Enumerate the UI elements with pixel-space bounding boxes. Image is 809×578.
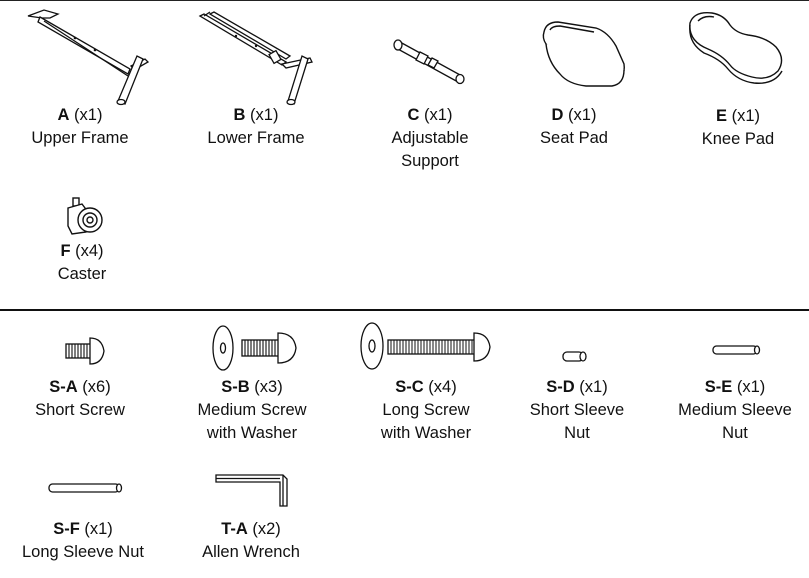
part-s-b-medium-screw-with-washer: S-B (x3) Medium Screw with Washer [172,325,332,445]
part-quantity: (x1) [736,378,766,396]
part-code: S-B [221,378,250,396]
part-quantity: (x4) [428,378,457,396]
part-c-adjustable-support: C (x1) Adjustable Support [350,4,510,173]
part-quantity: (x1) [424,106,453,124]
part-code: A [57,106,70,124]
part-code: S-C [395,378,424,396]
part-name-line2: Nut [564,424,590,442]
part-a-upper-frame: A (x1) Upper Frame [0,4,160,150]
part-quantity: (x4) [75,242,104,260]
part-quantity: (x6) [82,378,111,396]
allen-wrench-illustration [215,474,288,507]
part-name: Allen Wrench [202,543,300,561]
part-quantity: (x2) [252,520,281,538]
part-name: Long Sleeve Nut [21,543,144,561]
part-code: B [233,106,246,124]
part-code: D [551,106,564,124]
part-s-a-short-screw: S-A (x6) Short Screw [0,326,160,422]
knee-pad-illustration [689,12,783,84]
top-border [0,0,809,1]
upper-frame-illustration [27,9,150,106]
part-code: T-A [221,520,248,538]
part-name-line2: with Washer [380,424,472,442]
part-d-seat-pad: D (x1) Seat Pad [494,4,654,150]
part-name: Lower Frame [207,129,305,147]
medium-screw-illustration [212,325,297,371]
adjustable-support-illustration [393,39,465,85]
part-s-c-long-screw-with-washer: S-C (x4) Long Screw with Washer [346,322,506,445]
part-name-line1: Medium Screw [197,401,307,419]
part-s-e-medium-sleeve-nut: S-E (x1) Medium Sleeve Nut [655,338,809,445]
long-screw-illustration [360,322,491,370]
part-quantity: (x3) [254,378,283,396]
part-e-knee-pad: E (x1) Knee Pad [658,5,809,151]
short-sleeve-nut-illustration [562,351,587,362]
part-f-caster: F (x4) Caster [2,196,162,286]
part-code: C [407,106,420,124]
part-quantity: (x1) [84,520,113,538]
part-s-f-long-sleeve-nut: S-F (x1) Long Sleeve Nut [3,472,163,564]
part-code: S-E [704,378,733,396]
part-t-a-allen-wrench: T-A (x2) Allen Wrench [171,472,331,564]
part-name-line1: Short Sleeve [529,401,625,419]
part-name-line1: Medium Sleeve [678,401,792,419]
part-code: S-D [546,378,575,396]
section-divider [0,309,809,311]
lower-frame-illustration [198,11,313,106]
medium-sleeve-nut-illustration [712,345,761,355]
part-name-line1: Long Screw [382,401,470,419]
part-quantity: (x1) [731,107,761,125]
part-name: Caster [57,265,107,283]
caster-illustration [67,197,103,235]
part-name-line2: Nut [722,424,748,442]
part-quantity: (x1) [250,106,279,124]
seat-pad-illustration [542,21,625,87]
part-code: S-A [49,378,78,396]
part-code: E [715,107,727,125]
part-name-line1: Adjustable [391,129,469,147]
part-b-lower-frame: B (x1) Lower Frame [176,4,336,150]
part-quantity: (x1) [74,106,103,124]
part-name: Short Screw [35,401,125,419]
part-name-line2: Support [401,152,459,170]
short-screw-illustration [65,337,105,365]
long-sleeve-nut-illustration [48,483,123,493]
part-code: S-F [53,520,80,538]
part-name: Knee Pad [701,130,775,148]
part-name: Seat Pad [540,129,608,147]
part-name: Upper Frame [31,129,129,147]
part-quantity: (x1) [568,106,597,124]
part-quantity: (x1) [579,378,608,396]
part-name-line2: with Washer [206,424,298,442]
part-s-d-short-sleeve-nut: S-D (x1) Short Sleeve Nut [497,338,657,445]
part-code: F [60,242,71,260]
